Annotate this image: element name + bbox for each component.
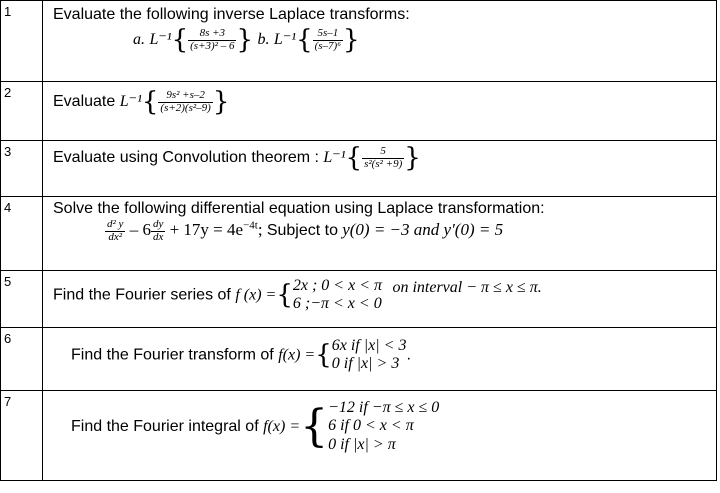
question-number: 6: [0, 327, 43, 391]
question-prompt: Solve the following differential equatio…: [53, 200, 545, 217]
part-label: a.: [133, 31, 145, 49]
denominator: dx²: [105, 230, 126, 244]
numerator: 5s–1: [317, 26, 339, 39]
fraction: 9s² +s–2(s+2)(s²–9): [158, 88, 213, 114]
question-body: Find the Fourier series of f (x) ={2x ; …: [42, 270, 717, 328]
question-row-1: 1 Evaluate the following inverse Laplace…: [0, 0, 717, 82]
formula-5: Find the Fourier series of f (x) ={2x ; …: [53, 277, 542, 314]
left-brace: {: [345, 143, 363, 173]
numerator: 5: [380, 144, 386, 157]
question-number: 4: [0, 196, 43, 271]
formula-6: Find the Fourier transform of f(x) ={6x …: [71, 337, 411, 374]
question-number: 2: [0, 81, 43, 141]
question-prompt: Evaluate: [53, 93, 116, 111]
numerator: d² y: [107, 218, 124, 230]
questions-table: 1 Evaluate the following inverse Laplace…: [0, 0, 717, 481]
laplace-operator: L⁻¹: [323, 149, 346, 167]
denominator: s²(s² +9): [362, 157, 405, 170]
fraction: 8s +3(s+3)² – 6: [188, 26, 237, 52]
question-prompt: Find the Fourier integral of: [71, 417, 259, 435]
question-row-2: 2 Evaluate L⁻¹{9s² +s–2(s+2)(s²–9)}: [0, 81, 717, 141]
question-prompt: Evaluate using Convolution theorem :: [53, 149, 319, 167]
fraction: 5s–1(s–7)⁶: [312, 26, 344, 52]
right-brace: }: [343, 25, 360, 55]
denominator: (s+2)(s²–9): [158, 101, 213, 114]
formula-3: Evaluate using Convolution theorem : L⁻¹…: [53, 145, 421, 171]
laplace-operator: L⁻¹: [273, 31, 297, 49]
left-brace: {: [141, 87, 159, 117]
question-body: Solve the following differential equatio…: [42, 196, 717, 271]
subject-to-label: Subject to: [266, 221, 338, 239]
left-brace: {: [315, 340, 332, 371]
case: 6 ;−π < x < 0: [292, 295, 382, 313]
case: 2x ; 0 < x < π: [292, 277, 382, 294]
left-brace: {: [296, 25, 313, 55]
question-body: Find the Fourier transform of f(x) ={6x …: [42, 327, 717, 391]
question-number: 1: [0, 0, 43, 82]
denominator: dx: [150, 230, 166, 243]
question-number: 7: [0, 390, 43, 481]
formula-7: Find the Fourier integral of f(x) ={−12 …: [71, 399, 439, 454]
function-label: f(x) =: [263, 417, 301, 435]
function-label: f (x) =: [235, 286, 277, 304]
left-brace: {: [171, 25, 189, 55]
question-body: Evaluate the following inverse Laplace t…: [42, 0, 717, 82]
question-row-3: 3 Evaluate using Convolution theorem : L…: [0, 140, 717, 197]
case: 6x if |x| < 3: [331, 337, 407, 354]
initial-conditions: y(0) = −3 and y′(0) = 5: [342, 219, 504, 239]
question-number: 3: [0, 140, 43, 197]
question-prompt: Evaluate the following inverse Laplace t…: [53, 6, 410, 23]
question-body: Evaluate L⁻¹{9s² +s–2(s+2)(s²–9)}: [42, 81, 717, 141]
part-label: b.: [257, 31, 270, 49]
coefficient: – 6: [129, 219, 151, 239]
question-body: Evaluate using Convolution theorem : L⁻¹…: [42, 140, 717, 197]
left-brace: {: [276, 280, 293, 311]
period: .: [406, 346, 411, 364]
equation-rhs: + 17y = 4e: [169, 219, 244, 239]
question-row-7: 7 Find the Fourier integral of f(x) ={−1…: [0, 390, 717, 481]
function-label: f(x) =: [278, 346, 316, 364]
question-number: 5: [0, 270, 43, 328]
right-brace: }: [236, 25, 254, 55]
formula-1a: a. L⁻¹{8s +3(s+3)² – 6} b. L⁻¹{5s–1(s–7)…: [133, 27, 360, 53]
case: 0 if |x| > 3: [331, 355, 400, 373]
case: −12 if −π ≤ x ≤ 0: [328, 399, 440, 416]
separator: ;: [257, 219, 263, 239]
right-brace: }: [212, 87, 230, 117]
exponent: −4t: [243, 219, 258, 232]
interval-text: on interval − π ≤ x ≤ π.: [392, 278, 542, 296]
numerator: dy: [152, 218, 164, 230]
laplace-operator: L⁻¹: [119, 93, 142, 111]
left-brace: {: [300, 400, 329, 452]
denominator: (s–7)⁶: [312, 39, 344, 52]
question-prompt: Find the Fourier series of: [53, 286, 231, 304]
formula-2: Evaluate L⁻¹{9s² +s–2(s+2)(s²–9)}: [53, 89, 229, 115]
question-prompt: Find the Fourier transform of: [71, 346, 274, 364]
numerator: 8s +3: [199, 26, 226, 39]
case: 6 if 0 < x < π: [328, 417, 414, 435]
right-brace: }: [404, 143, 421, 173]
laplace-operator: L⁻¹: [149, 31, 172, 49]
question-row-6: 6 Find the Fourier transform of f(x) ={6…: [0, 327, 717, 391]
question-row-4: 4 Solve the following differential equat…: [0, 196, 717, 271]
numerator: 9s² +s–2: [166, 88, 205, 101]
denominator: (s+3)² – 6: [188, 39, 237, 52]
question-row-5: 5 Find the Fourier series of f (x) ={2x …: [0, 270, 717, 328]
question-body: Find the Fourier integral of f(x) ={−12 …: [42, 390, 717, 481]
case: 0 if |x| > π: [328, 435, 396, 453]
